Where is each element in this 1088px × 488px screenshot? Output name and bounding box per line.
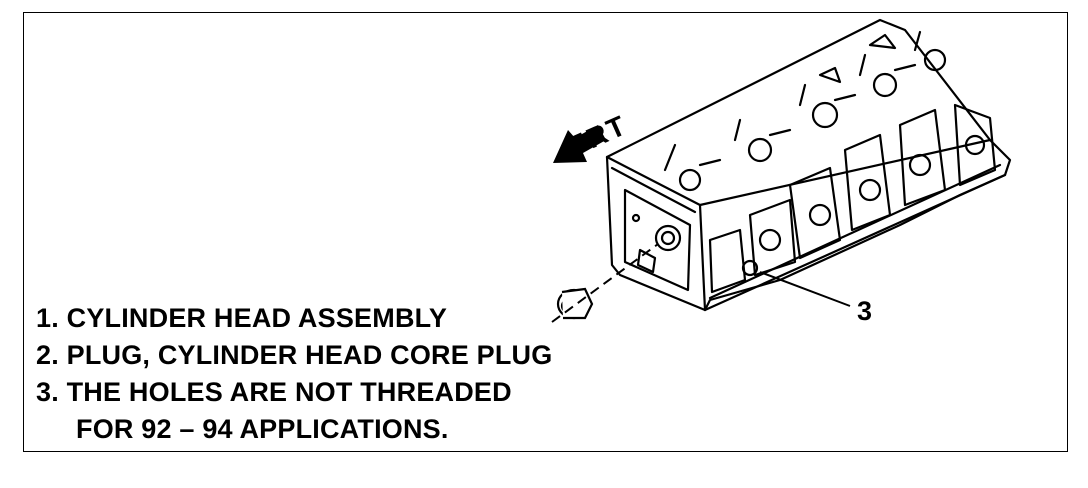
install-line [551,243,659,323]
callout-leader-3 [759,271,851,307]
head-body [605,18,1012,312]
legend-item: 3. THE HOLES ARE NOT THREADED [36,377,512,407]
legend: 1. CYLINDER HEAD ASSEMBLY 2. PLUG, CYLIN… [36,300,552,448]
legend-item: 1. CYLINDER HEAD ASSEMBLY [36,303,448,333]
callout-3: 3 [857,296,873,326]
front-arrow-icon [553,125,606,163]
diagram-frame [23,12,1068,452]
legend-item: 2. PLUG, CYLINDER HEAD CORE PLUG [36,340,553,370]
legend-item-continuation: FOR 92 – 94 APPLICATIONS. [76,414,449,444]
core-plug [556,287,594,320]
